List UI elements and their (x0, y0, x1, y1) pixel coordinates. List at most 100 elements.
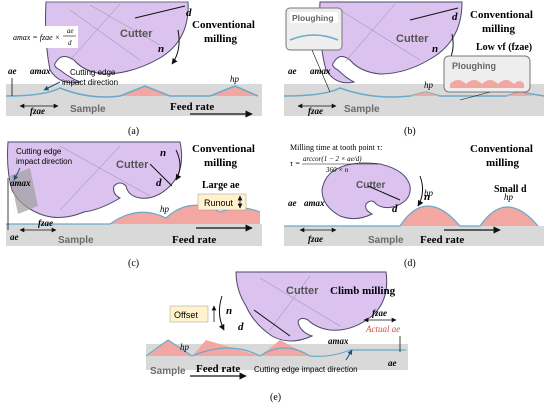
panel-d: Cutter d n Milling time at tooth point τ… (284, 143, 544, 269)
ploughing-ridges (450, 80, 524, 88)
d-label: d (238, 321, 244, 333)
fzae-label: fzae (372, 308, 387, 318)
panel-d-title-line1: Conventional (470, 143, 533, 155)
cutter-line (69, 9, 141, 61)
low-vf-label: Low vf (fzae) (476, 42, 532, 53)
panel-e-title: Climb milling (330, 285, 396, 297)
amax-label: amax (328, 336, 349, 346)
runout-label: Runout (204, 198, 234, 208)
sample-block (6, 224, 262, 246)
machined-surface (5, 85, 259, 98)
panel-e: Cutter Climb milling d n Offset hp fzae … (145, 271, 408, 403)
ae-label: ae (288, 66, 297, 76)
amax-label: amax (310, 66, 331, 76)
caption-d: (d) (404, 258, 416, 269)
small-d-label: Small d (494, 184, 527, 195)
actual-ae-label: Actual ae (365, 324, 400, 334)
leader-line (459, 91, 491, 101)
caption-e: (e) (270, 392, 281, 403)
hp-label: hp (504, 192, 514, 202)
cutter-body (45, 1, 189, 84)
sample-label: Sample (70, 104, 106, 115)
impact-arrow (345, 349, 353, 361)
rotation-arrow (175, 149, 182, 181)
d-label: d (392, 203, 398, 215)
n-label: n (158, 43, 164, 55)
hp-label: hp (180, 342, 190, 352)
tau-den: 360 × n (325, 166, 349, 174)
ploughing-label: Ploughing (452, 61, 496, 71)
hp-label: hp (230, 74, 240, 84)
ridge (210, 86, 258, 96)
ridge (410, 92, 440, 96)
ridge (480, 207, 538, 226)
formula-den: d (68, 39, 72, 47)
feed-rate-label: Feed rate (172, 234, 216, 246)
panel-b-title-line1: Conventional (470, 9, 533, 21)
panel-c-title-line2: milling (204, 157, 238, 169)
machined-surface (145, 339, 406, 357)
formula-box (12, 26, 78, 48)
feed-rate-label: Feed rate (170, 101, 214, 113)
d-label: d (186, 7, 192, 19)
ridge (110, 205, 260, 224)
rotation-arrow (218, 295, 225, 331)
cutter-line (89, 4, 161, 46)
sample-label: Sample (150, 366, 186, 377)
n-label: n (424, 191, 430, 203)
ploughing-title-box (290, 12, 338, 23)
panel-c-title-line1: Conventional (192, 143, 255, 155)
d-line (367, 185, 401, 201)
cutter-label: Cutter (396, 33, 429, 45)
caption-b: (b) (404, 126, 416, 137)
milling-time-label: Milling time at tooth point τ: (290, 143, 382, 152)
impact-arrow (13, 167, 21, 181)
ploughing-label: Ploughing (292, 13, 334, 23)
panel-b-title-line2: milling (482, 23, 516, 35)
cutter-label: Cutter (120, 28, 153, 40)
rotation-arrow (417, 175, 424, 207)
ae-label: ae (388, 358, 397, 368)
cutter-body (321, 162, 411, 220)
d-label: d (156, 177, 162, 189)
panel-c: Cutter Cutting edge impact direction d n… (6, 141, 262, 269)
cutter-body (319, 1, 463, 84)
n-label: n (160, 147, 166, 159)
hp-label: hp (160, 204, 170, 214)
ridge (400, 206, 460, 226)
ridge (120, 86, 170, 96)
formula-lhs: amax = fzae × (13, 33, 60, 42)
amax-label: amax (10, 178, 31, 188)
sample-label: Sample (368, 235, 404, 246)
feed-rate-label: Feed rate (196, 363, 240, 375)
impact-label-1: Cutting edge (16, 147, 62, 156)
panel-a-title-line1: Conventional (192, 19, 255, 31)
cutter-line (259, 277, 341, 327)
ridge (506, 92, 534, 96)
sample-label: Sample (344, 104, 380, 115)
caption-a: (a) (128, 126, 139, 137)
panel-a: Cutter d n Conventional milling amax = f… (5, 1, 262, 137)
cutter-body (235, 271, 388, 342)
cutter-line (339, 9, 421, 61)
leader-line (311, 49, 331, 93)
d-line (149, 163, 173, 187)
feed-rate-label: Feed rate (420, 234, 464, 246)
cutter-line (59, 145, 151, 197)
offset-label: Offset (174, 310, 198, 320)
impact-label-1: Cutting edge (70, 68, 116, 77)
tau-lhs: τ = (290, 159, 300, 168)
ae-label: ae (10, 232, 19, 242)
cutter-label: Cutter (356, 180, 386, 191)
ploughing-surface (289, 34, 339, 41)
cutter-line (344, 3, 396, 63)
cutter-label: Cutter (286, 285, 319, 297)
ae-label: ae (8, 66, 17, 76)
sample-label: Sample (58, 235, 94, 246)
large-ae-label: Large ae (202, 180, 240, 191)
rotation-arrow (171, 29, 180, 65)
n-label: n (226, 305, 232, 317)
panel-a-title-line2: milling (204, 33, 238, 45)
tau-num: arccor(1 − 2 × ae/d) (303, 155, 362, 163)
